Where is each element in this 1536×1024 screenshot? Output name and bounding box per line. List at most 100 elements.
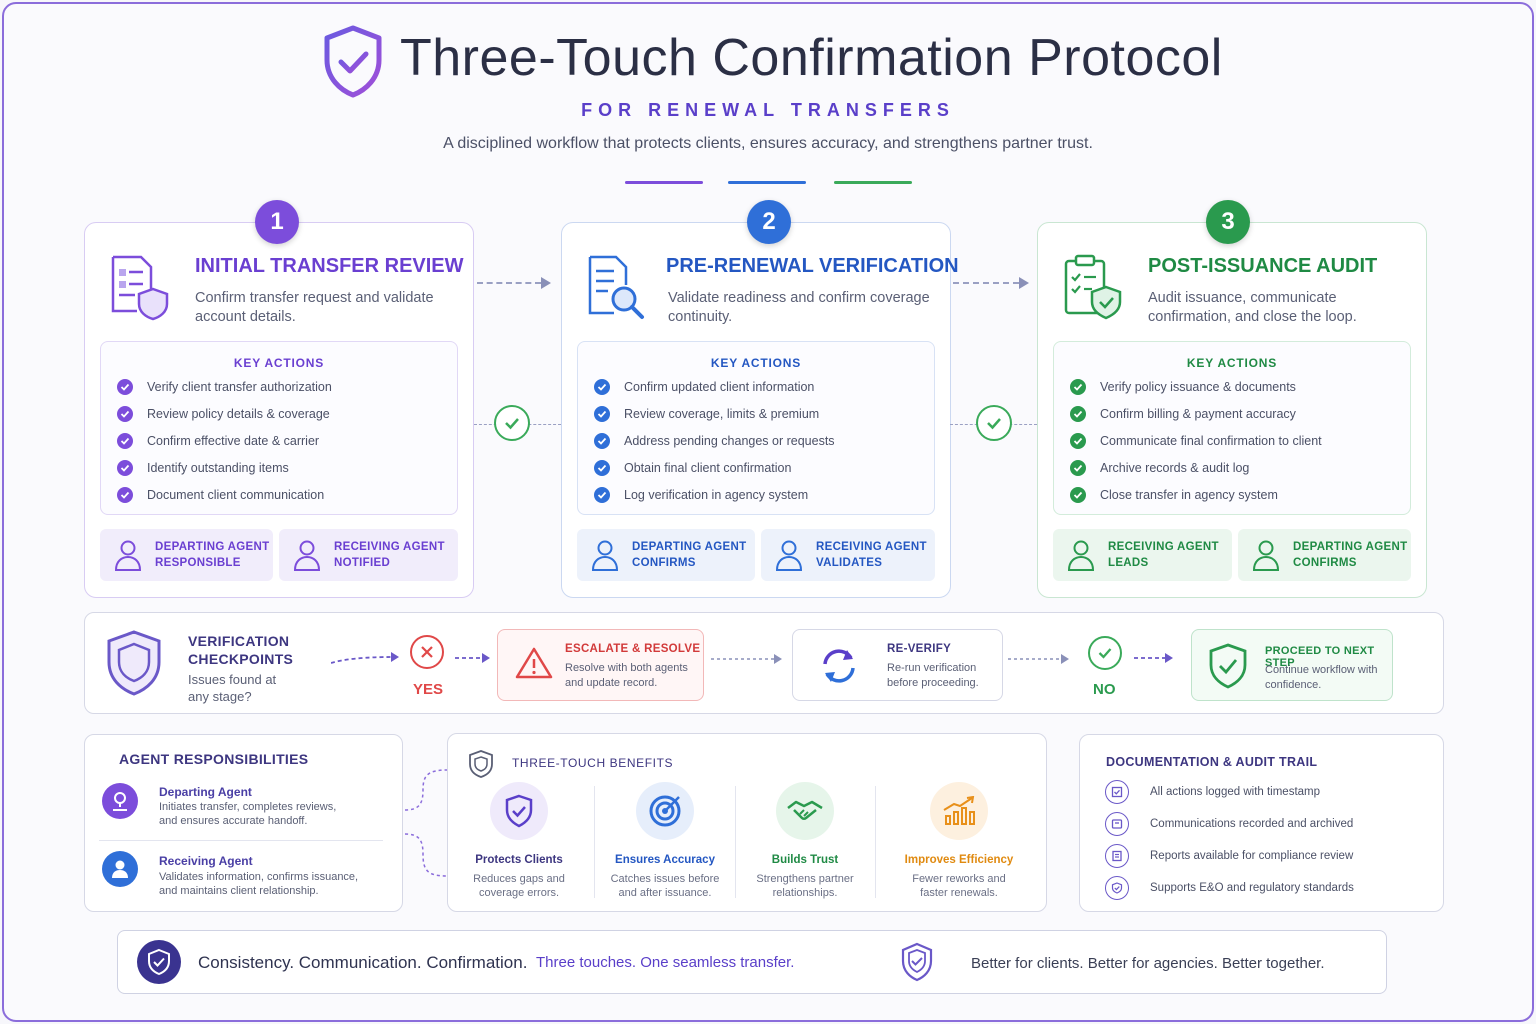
check-icon bbox=[117, 406, 133, 422]
agent-description: Validates information, confirms issuance… bbox=[159, 871, 359, 897]
divider bbox=[875, 786, 876, 898]
accent-bar-blue bbox=[728, 181, 806, 184]
dashed-arrow bbox=[1008, 654, 1069, 664]
checklist-icon bbox=[1105, 780, 1129, 804]
key-actions-heading: KEY ACTIONS bbox=[1186, 356, 1278, 370]
check-icon bbox=[1070, 406, 1086, 422]
action-item: Document client communication bbox=[117, 487, 324, 503]
agent-name: Receiving Agent bbox=[159, 854, 253, 868]
key-actions-heading: KEY ACTIONS bbox=[233, 356, 325, 370]
check-icon bbox=[1070, 433, 1086, 449]
agent-name: Departing Agent bbox=[159, 785, 252, 799]
shield-check-icon bbox=[137, 940, 181, 984]
step-number-badge: 1 bbox=[255, 200, 299, 244]
action-item: Review coverage, limits & premium bbox=[594, 406, 819, 422]
x-circle-icon bbox=[410, 635, 444, 669]
document-search-icon bbox=[588, 255, 644, 319]
action-item: Confirm updated client information bbox=[594, 379, 814, 395]
step-description: Validate readiness and confirm coverage … bbox=[668, 290, 930, 325]
footer-banner: Consistency. Communication. Confirmation… bbox=[117, 930, 1387, 994]
doc-item: Reports available for compliance review bbox=[1105, 844, 1353, 868]
panel-title: THREE-TOUCH BENEFITS bbox=[512, 756, 674, 770]
bracket-connector bbox=[404, 769, 448, 877]
check-icon bbox=[117, 433, 133, 449]
location-pin-icon bbox=[102, 783, 138, 819]
report-icon bbox=[1105, 844, 1129, 868]
action-item: Obtain final client confirmation bbox=[594, 460, 791, 476]
agent-responsibilities-panel: AGENT RESPONSIBILITIES Departing Agent I… bbox=[84, 734, 403, 912]
dashed-arrow bbox=[331, 652, 399, 664]
page-title: Three-Touch Confirmation Protocol bbox=[400, 29, 1223, 87]
person-icon bbox=[1067, 540, 1095, 571]
person-icon bbox=[293, 540, 321, 571]
handshake-icon bbox=[776, 782, 834, 840]
refresh-icon bbox=[823, 649, 855, 683]
shield-check-icon bbox=[1105, 876, 1129, 900]
person-icon bbox=[1252, 540, 1280, 571]
check-circle-icon bbox=[494, 405, 530, 441]
footer-right-text: Better for clients. Better for agencies.… bbox=[971, 955, 1325, 972]
dashed-arrow bbox=[1134, 653, 1173, 663]
check-icon bbox=[117, 460, 133, 476]
action-item: Address pending changes or requests bbox=[594, 433, 835, 449]
check-icon bbox=[594, 379, 610, 395]
divider bbox=[735, 786, 736, 898]
action-item: Review policy details & coverage bbox=[117, 406, 330, 422]
page-subtitle: FOR RENEWAL TRANSFERS bbox=[581, 100, 955, 120]
person-icon bbox=[114, 540, 142, 571]
connector-arrow bbox=[953, 282, 1019, 284]
arrowhead-icon bbox=[541, 277, 551, 289]
check-icon bbox=[1070, 379, 1086, 395]
check-icon bbox=[594, 460, 610, 476]
shield-check-icon bbox=[490, 782, 548, 840]
clipboard-check-icon bbox=[1064, 254, 1122, 320]
key-actions-box: KEY ACTIONS Confirm updated client infor… bbox=[577, 341, 935, 515]
action-item: Close transfer in agency system bbox=[1070, 487, 1278, 503]
check-circle-icon bbox=[1088, 636, 1122, 670]
step-card-3: POST-ISSUANCE AUDIT Audit issuance, comm… bbox=[1037, 222, 1427, 598]
divider bbox=[99, 840, 383, 841]
documentation-audit-panel: DOCUMENTATION & AUDIT TRAIL All actions … bbox=[1079, 734, 1444, 912]
doc-item: Supports E&O and regulatory standards bbox=[1105, 876, 1354, 900]
shield-icon bbox=[469, 750, 493, 778]
check-icon bbox=[594, 406, 610, 422]
check-icon bbox=[1070, 460, 1086, 476]
escalate-resolve-box: ESCALATE & RESOLVE Resolve with both age… bbox=[497, 629, 704, 701]
shield-check-icon bbox=[324, 25, 382, 98]
footer-accent-text: Three touches. One seamless transfer. bbox=[536, 954, 795, 971]
target-icon bbox=[636, 782, 694, 840]
step-title: PRE-RENEWAL VERIFICATION bbox=[666, 255, 959, 277]
step-title: POST-ISSUANCE AUDIT bbox=[1148, 255, 1378, 277]
action-item: Identify outstanding items bbox=[117, 460, 289, 476]
step-card-2: PRE-RENEWAL VERIFICATION Validate readin… bbox=[561, 222, 959, 598]
page-tagline: A disciplined workflow that protects cli… bbox=[443, 135, 1093, 152]
chart-up-icon bbox=[930, 782, 988, 840]
arrowhead-icon bbox=[1019, 277, 1029, 289]
warning-icon bbox=[515, 647, 553, 679]
action-item: Confirm billing & payment accuracy bbox=[1070, 406, 1296, 422]
action-item: Archive records & audit log bbox=[1070, 460, 1249, 476]
divider bbox=[594, 786, 595, 898]
person-icon bbox=[102, 851, 138, 887]
key-actions-box: KEY ACTIONS Verify client transfer autho… bbox=[100, 341, 458, 515]
person-icon bbox=[591, 540, 619, 571]
shield-check-icon bbox=[1209, 643, 1247, 689]
check-icon bbox=[594, 487, 610, 503]
step-description: Confirm transfer request and validate ac… bbox=[195, 290, 434, 325]
check-circle-icon bbox=[976, 405, 1012, 441]
agent-description: Initiates transfer, completes reviews,an… bbox=[159, 801, 337, 827]
shield-icon bbox=[107, 630, 161, 696]
dashed-arrow bbox=[455, 653, 490, 663]
yes-label: YES bbox=[413, 681, 444, 698]
